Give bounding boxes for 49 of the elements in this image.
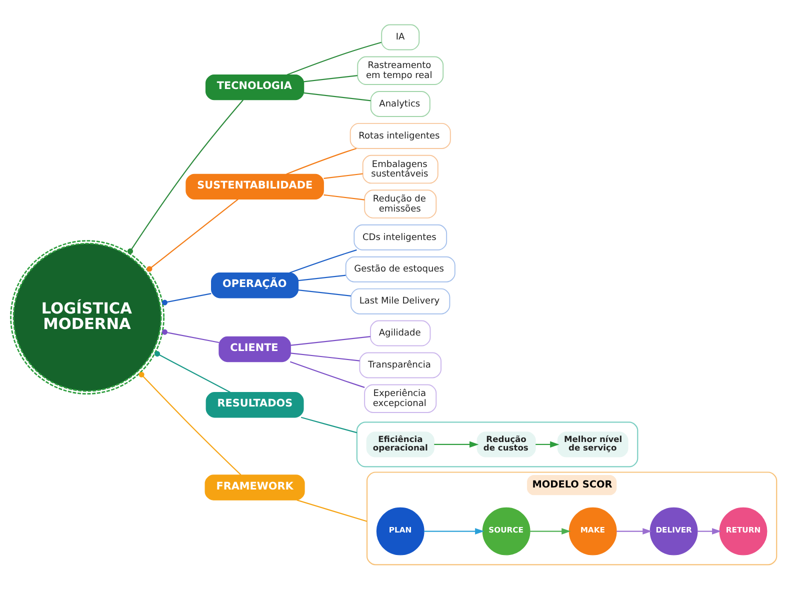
cluster	[356, 421, 638, 467]
connector	[300, 416, 358, 433]
connector	[304, 92, 371, 101]
connector	[286, 147, 357, 174]
connector	[286, 41, 382, 75]
connector	[289, 248, 357, 273]
arrow	[434, 440, 479, 448]
connector	[162, 328, 220, 343]
node-box: Last Mile Delivery	[350, 288, 450, 314]
connector	[298, 274, 346, 281]
node-box: CLIENTE	[218, 336, 291, 362]
connector	[146, 198, 238, 272]
connector	[162, 292, 212, 305]
arrow	[530, 528, 571, 534]
node-box: Melhor nível de serviço	[557, 431, 628, 457]
node-box: CDs inteligentes	[354, 224, 448, 250]
node-box: FRAMEWORK	[204, 474, 305, 500]
node-box: RESULTADOS	[206, 392, 304, 418]
connector	[304, 74, 358, 82]
arrow	[698, 528, 722, 534]
connector	[138, 371, 242, 475]
node-box: Redução de custos	[476, 431, 536, 457]
connector	[324, 194, 365, 200]
arrow	[616, 528, 652, 534]
node-circle: LOGÍSTICA MODERNA	[10, 240, 165, 394]
node-box: Rotas inteligentes	[350, 122, 451, 148]
node-box: Experiência excepcional	[364, 384, 437, 412]
node-box: Agilidade	[370, 320, 431, 346]
node-box: Transparência	[359, 352, 442, 378]
node-box: Redução de emissões	[364, 189, 437, 218]
connector	[127, 99, 244, 254]
connector	[154, 350, 230, 392]
connector	[290, 360, 365, 388]
node-box: Embalagens sustentáveis	[362, 154, 438, 184]
connector	[324, 172, 363, 178]
arrow	[424, 528, 484, 534]
node-box: Eficiência operacional	[366, 431, 434, 457]
connector	[296, 499, 368, 522]
node-box: TECNOLOGIA	[205, 74, 304, 100]
arrow	[536, 440, 560, 448]
node-box: IA	[381, 24, 420, 50]
node-box: Gestão de estoques	[345, 256, 456, 282]
connector	[298, 289, 351, 296]
node-box: SUSTENTABILIDADE	[186, 173, 324, 200]
node-box: Rastreamento em tempo real	[357, 56, 444, 85]
node-box: Analytics	[370, 90, 430, 116]
node-box: OPERAÇÃO	[211, 272, 299, 298]
connector	[290, 335, 370, 346]
connector	[290, 352, 360, 361]
